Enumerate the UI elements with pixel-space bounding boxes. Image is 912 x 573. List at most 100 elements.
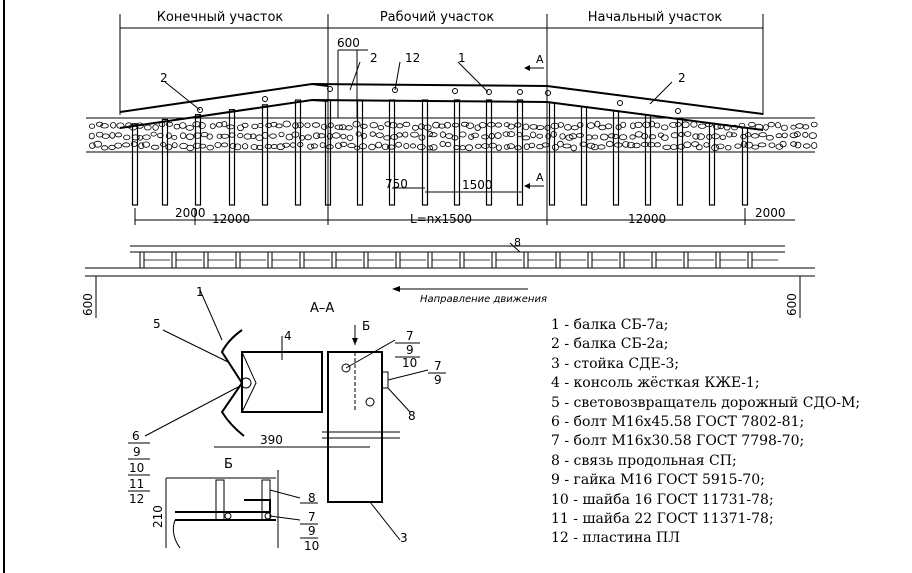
callout-2-mid: 2 (370, 51, 378, 65)
gravel-stone (242, 143, 249, 150)
gravel-stone (396, 123, 404, 129)
gravel-stone (369, 131, 376, 137)
legend-item: 12 - пластина ПЛ (551, 530, 680, 547)
gravel-stone (716, 143, 725, 150)
callout-2-left: 2 (160, 71, 168, 85)
dim-12000-right: 12000 (628, 212, 666, 226)
gravel-stone (304, 122, 311, 129)
post (131, 123, 139, 206)
gravel-stone (214, 142, 222, 148)
legend-item: 5 - световозвращатель дорожный СДО-М; (551, 394, 861, 411)
post (453, 99, 461, 206)
gravel-stone (402, 131, 409, 138)
gravel-stone (123, 134, 131, 141)
gravel-stone (748, 122, 756, 128)
post (194, 114, 202, 206)
gravel-stone (206, 133, 213, 140)
gravel-stone (458, 131, 467, 138)
gravel-stone (142, 134, 151, 140)
gravel-stone (465, 144, 474, 152)
gravel-stone (304, 134, 312, 141)
view-b: Б 210 8 7 9 10 (151, 457, 319, 553)
gravel-stone (529, 131, 537, 139)
gravel-stone (375, 132, 384, 138)
gravel-stone (88, 132, 95, 140)
gravel-stone (233, 143, 242, 151)
gravel-stone (758, 132, 767, 138)
gravel-stone (334, 124, 344, 130)
gravel-stone (310, 143, 318, 149)
gravel-stone (311, 122, 320, 128)
gravel-stone (282, 120, 291, 128)
gravel-stone (416, 143, 426, 151)
plan-post (395, 251, 401, 269)
gravel-stone (171, 134, 178, 140)
gravel-stone (460, 121, 469, 127)
dim-600-left-vert: 600 (81, 293, 95, 316)
gravel-stone (632, 142, 641, 149)
gravel-stone (265, 122, 272, 129)
gravel-stone (494, 132, 502, 139)
gravel-stone (369, 122, 378, 129)
legend-item: 1 - балка СБ-7а; (551, 317, 669, 333)
gravel-stone (599, 133, 609, 141)
gravel-stone (507, 143, 515, 150)
gravel-stone (775, 133, 783, 139)
gravel-stone (620, 121, 627, 128)
gravel-stone (507, 123, 515, 130)
post (644, 114, 652, 206)
gravel-stone (662, 144, 672, 150)
plan-post (555, 251, 561, 269)
gravel-stone (334, 142, 342, 149)
plan-post (587, 251, 593, 269)
gravel-stone (165, 121, 173, 127)
part-9-label-a: 9 (406, 343, 414, 357)
section-aa-title: А–А (310, 301, 334, 316)
gravel-stone (675, 121, 682, 127)
gravel-stone (437, 123, 446, 129)
plan-post (427, 251, 433, 269)
gravel-stone (605, 140, 614, 148)
gravel-stone (802, 124, 810, 130)
gravel-stone (790, 124, 797, 130)
gravel-stone (251, 123, 259, 130)
gravel-stone (790, 141, 798, 147)
part-6-label: 6 (132, 429, 140, 443)
part-5-label: 5 (153, 317, 161, 331)
plan-side-dims: 600 600 (81, 276, 801, 318)
gravel-stone (236, 124, 244, 132)
gravel-stone (745, 132, 752, 138)
gravel-stone (443, 121, 451, 129)
gravel-stone (160, 142, 167, 147)
legend-item: 8 - связь продольная СП; (551, 452, 737, 469)
gravel-stone (150, 131, 157, 137)
dim-1500: 1500 (462, 178, 493, 192)
gravel-stone (811, 142, 818, 149)
legend-item: 3 - стойка СДЕ-3; (551, 355, 680, 372)
gravel-stone (703, 142, 710, 148)
plan-post (235, 251, 241, 269)
gravel-stone (661, 124, 669, 131)
view-b-part-9: 9 (308, 524, 316, 538)
plan-post (747, 251, 753, 269)
gravel-stone (751, 144, 760, 150)
gravel-stone (678, 131, 685, 138)
gravel-stone (576, 132, 584, 138)
dim-750: 750 (385, 177, 408, 191)
gravel-stone (528, 142, 536, 149)
gravel-stone (179, 122, 187, 129)
gravel-stone (622, 141, 630, 148)
legend-item: 11 - шайба 22 ГОСТ 11371-78; (551, 511, 774, 528)
gravel-stone (386, 144, 396, 150)
gravel-stone (402, 121, 411, 128)
gravel-stone (544, 124, 551, 131)
stacked-callouts: 7 9 10 7 9 9 10 11 12 (128, 329, 446, 506)
part-11-label-c: 11 (129, 477, 144, 491)
gravel-stone (275, 123, 283, 129)
gravel-stone (360, 123, 368, 129)
gravel-stone (320, 123, 328, 130)
gravel-stone (173, 123, 181, 130)
gravel-stone (186, 144, 195, 152)
part-9-label-b: 9 (434, 373, 442, 387)
gravel-stone (779, 140, 787, 148)
